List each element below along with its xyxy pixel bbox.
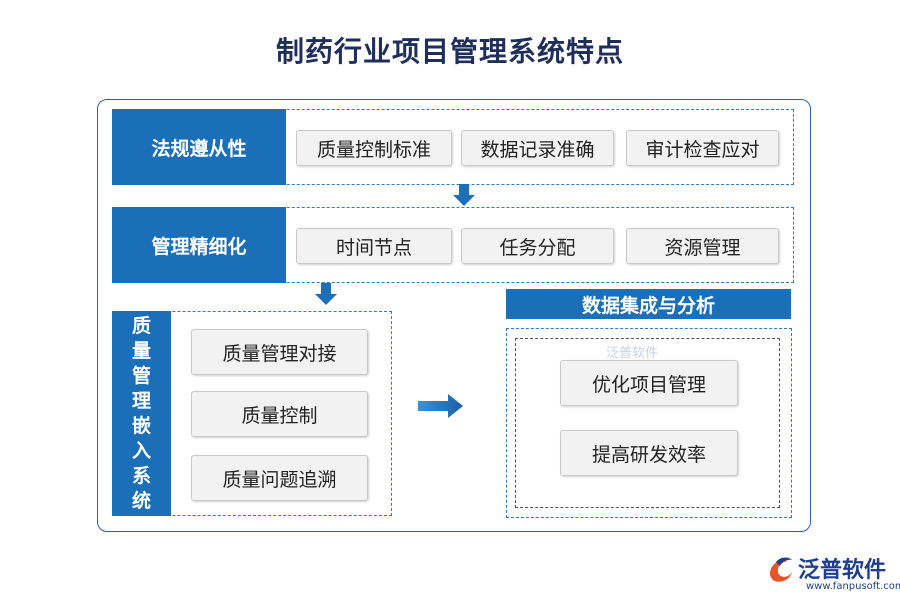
row2-item-2: 任务分配 bbox=[461, 228, 614, 264]
quality-system-label: 质 量 管 理 嵌 入 系 统 bbox=[112, 311, 171, 516]
left-item-2: 质量控制 bbox=[191, 391, 368, 437]
row2-item-3: 资源管理 bbox=[626, 228, 779, 264]
brand-swirl-icon bbox=[770, 557, 792, 582]
label-char: 管 bbox=[131, 364, 151, 387]
arrow-right-icon bbox=[418, 394, 463, 418]
row2-item-1: 时间节点 bbox=[296, 228, 452, 264]
data-integration-block bbox=[506, 328, 792, 518]
row2-label: 管理精细化 bbox=[112, 207, 286, 283]
left-item-1: 质量管理对接 bbox=[191, 329, 368, 375]
watermark-logo: 泛普软件 bbox=[606, 346, 659, 361]
brand-name: 泛普软件 bbox=[798, 558, 887, 583]
right-item-1: 优化项目管理 bbox=[560, 360, 738, 406]
diagram-frame bbox=[97, 99, 811, 532]
page-title: 制药行业项目管理系统特点 bbox=[275, 35, 624, 68]
row1-item-3: 审计检查应对 bbox=[626, 130, 779, 166]
left-item-3: 质量问题追溯 bbox=[191, 455, 368, 501]
label-char: 系 bbox=[131, 464, 151, 487]
label-char: 质 bbox=[131, 314, 151, 337]
row1-item-2: 数据记录准确 bbox=[461, 130, 614, 166]
label-char: 统 bbox=[131, 489, 151, 512]
right-item-2: 提高研发效率 bbox=[560, 430, 738, 476]
brand-url: www.fanpusoft.com bbox=[806, 581, 900, 592]
label-char: 入 bbox=[131, 439, 151, 462]
label-char: 嵌 bbox=[131, 414, 151, 437]
data-integration-header: 数据集成与分析 bbox=[506, 289, 791, 319]
label-char: 量 bbox=[131, 339, 151, 362]
row1-label: 法规遵从性 bbox=[112, 109, 286, 185]
arrow-down-icon bbox=[453, 184, 475, 206]
data-integration-inner bbox=[515, 338, 780, 508]
row1-item-1: 质量控制标准 bbox=[296, 130, 452, 166]
label-char: 理 bbox=[131, 389, 151, 412]
arrow-down-icon bbox=[315, 283, 337, 305]
